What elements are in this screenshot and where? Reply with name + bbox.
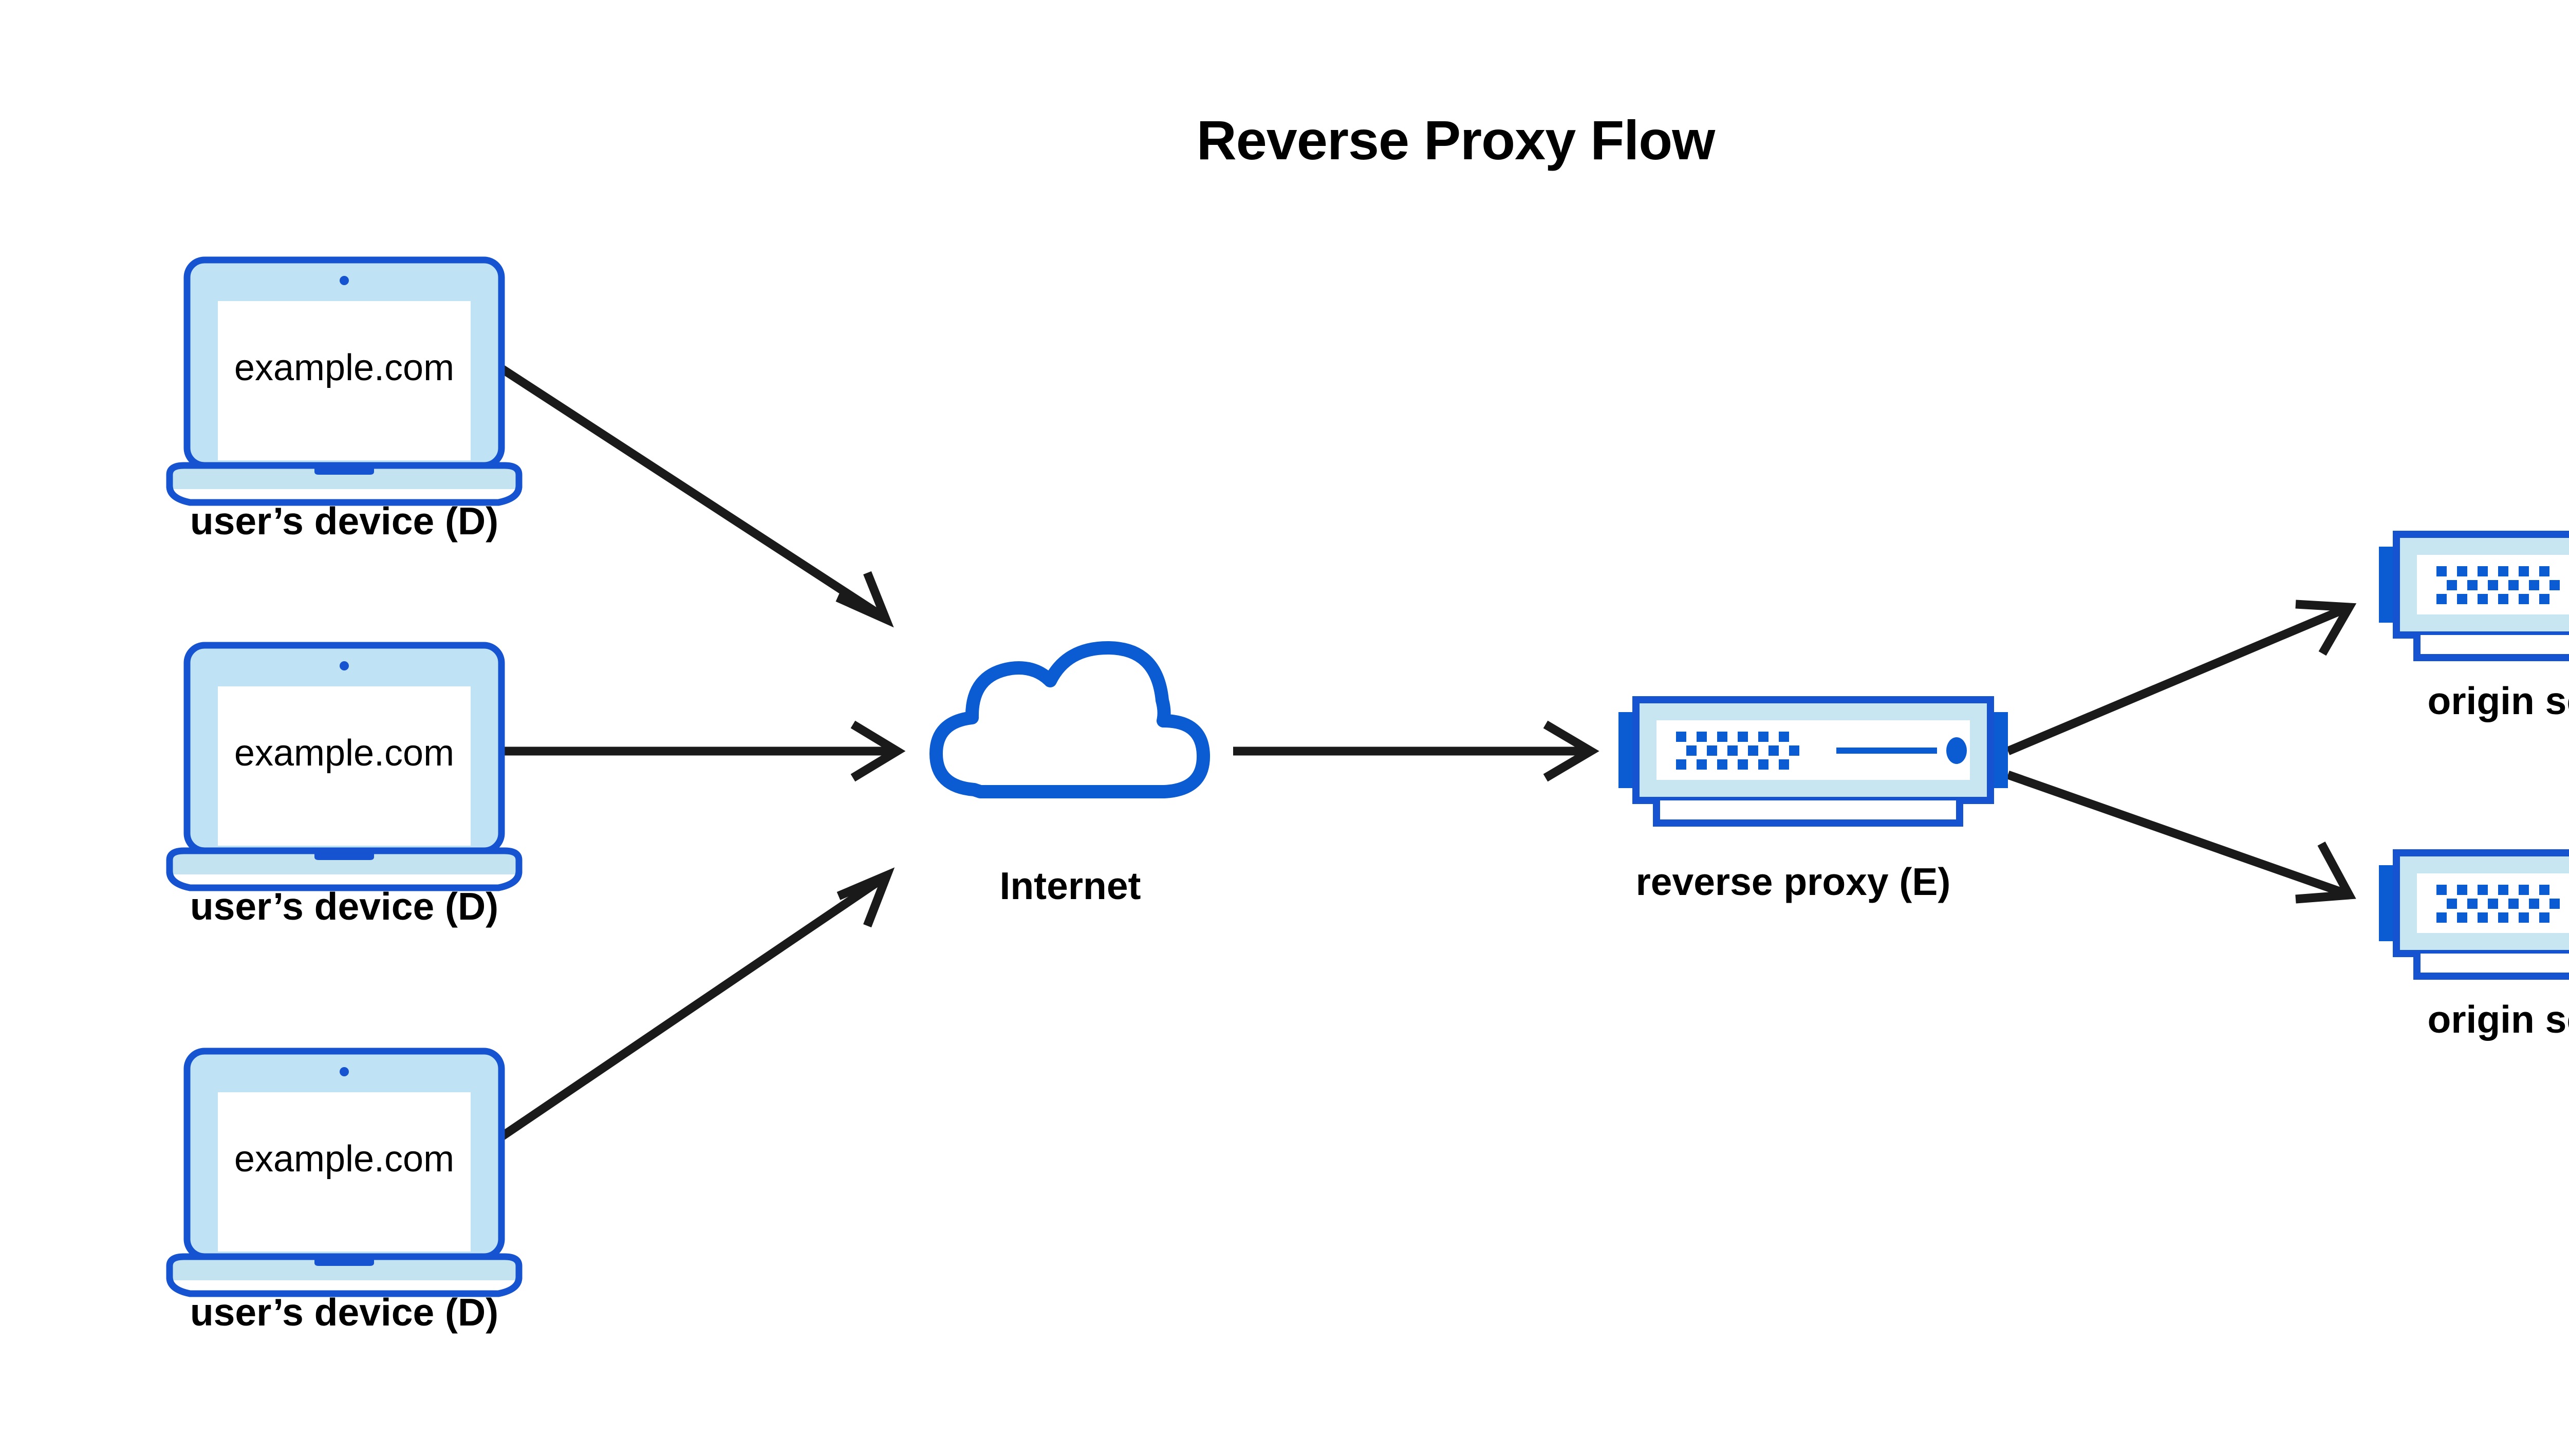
node-client-2[interactable]: example.com user’s device (D) xyxy=(170,645,519,928)
origin-server-label: origin server (F) xyxy=(2428,998,2569,1041)
edge-proxy-origin2 xyxy=(2006,770,2356,904)
server-icon xyxy=(2379,853,2569,976)
origin-server-label: origin server (F) xyxy=(2428,679,2569,722)
server-icon xyxy=(1618,700,2008,823)
server-icon xyxy=(2379,534,2569,658)
edge-client2-internet xyxy=(494,720,906,782)
node-internet[interactable]: Internet xyxy=(936,648,1203,907)
node-origin-1[interactable]: origin server (F) xyxy=(2379,534,2569,722)
client-screen-text: example.com xyxy=(234,1138,454,1180)
node-client-3[interactable]: example.com user’s device (D) xyxy=(170,1051,519,1334)
client-screen-text: example.com xyxy=(234,347,454,388)
reverse-proxy-label: reverse proxy (E) xyxy=(1636,860,1951,903)
node-reverse-proxy[interactable]: reverse proxy (E) xyxy=(1618,700,2008,903)
node-origin-2[interactable]: origin server (F) xyxy=(2379,853,2569,1041)
client-label: user’s device (D) xyxy=(190,885,498,928)
client-label: user’s device (D) xyxy=(190,1291,498,1334)
cloud-icon xyxy=(936,648,1203,792)
internet-label: Internet xyxy=(999,864,1141,907)
client-screen-text: example.com xyxy=(234,733,454,774)
edge-client1-internet xyxy=(495,362,894,628)
edge-client3-internet xyxy=(495,867,895,1144)
node-client-1[interactable]: example.com user’s device (D) xyxy=(170,260,519,543)
edge-proxy-origin1 xyxy=(2006,600,2357,755)
edge-internet-proxy xyxy=(1233,720,1599,782)
client-label: user’s device (D) xyxy=(190,499,498,543)
page-title: Reverse Proxy Flow xyxy=(1197,109,1716,171)
edge-layer xyxy=(494,362,2357,1144)
